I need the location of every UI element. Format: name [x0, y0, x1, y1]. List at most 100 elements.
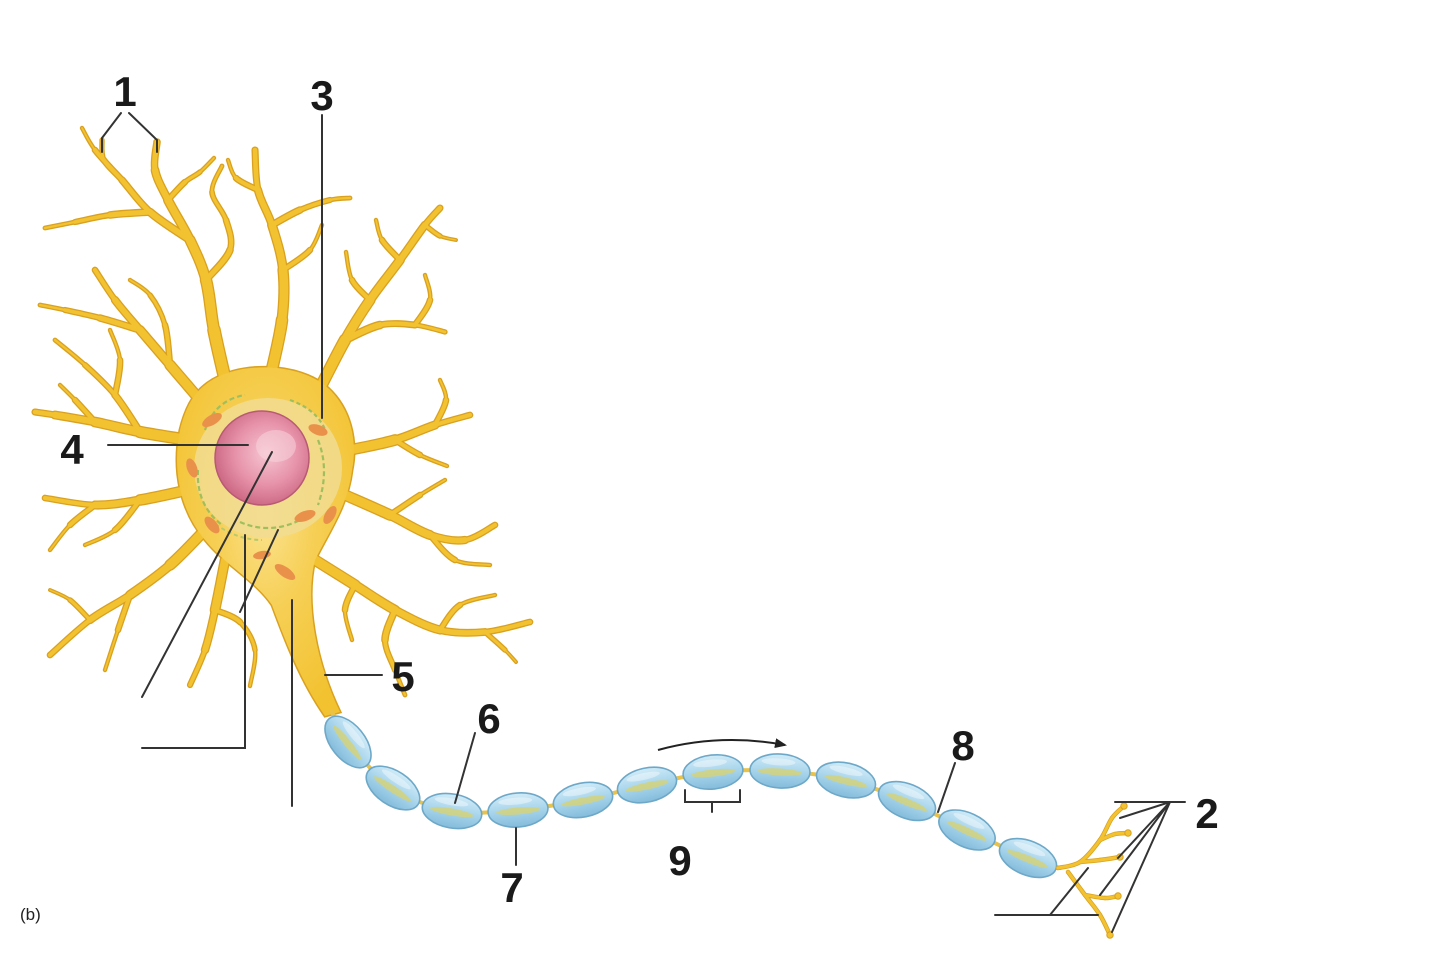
- dendrite-branch: [223, 217, 234, 253]
- dendrite-branch: [422, 205, 443, 228]
- dendrite-branch: [433, 398, 448, 427]
- dendrite-branch: [298, 198, 332, 212]
- myelin-segment: [365, 765, 421, 811]
- dendrite-branch: [438, 603, 462, 632]
- dendrite-branch: [93, 148, 124, 182]
- dendrite-branch: [210, 190, 228, 222]
- dendrite-branch: [249, 649, 257, 687]
- myelin-segment: [877, 780, 937, 822]
- dendrite-branch: [351, 581, 399, 614]
- dendrite-branch: [227, 159, 237, 179]
- dendrite-branch: [383, 638, 397, 672]
- dendrite-branch: [375, 219, 383, 241]
- dendrite-branch: [437, 627, 488, 636]
- mitochondrion: [308, 424, 328, 436]
- impulse-direction-arrow: [657, 738, 787, 751]
- callout-5: 5: [391, 653, 414, 700]
- dendrite-branch: [63, 308, 102, 320]
- dendrite-branch: [344, 609, 353, 641]
- mitochondrion: [274, 563, 296, 581]
- dendrite-branch: [483, 630, 507, 652]
- axon-core: [374, 776, 411, 802]
- myelin-segment: [616, 766, 678, 804]
- axon-core: [757, 768, 802, 776]
- dendrite-branch: [386, 511, 434, 539]
- axon-core: [946, 821, 987, 841]
- callout-3: 3: [310, 72, 333, 119]
- dendrite-branch: [68, 598, 92, 622]
- myelin-segment: [552, 781, 614, 819]
- callout-7: 7: [500, 864, 523, 911]
- er-membrane: [209, 519, 263, 541]
- myelin-segment: [938, 809, 996, 851]
- myelin-highlight: [434, 797, 469, 807]
- dendrite-branch: [382, 607, 398, 643]
- myelin-highlight: [953, 813, 985, 829]
- dendrite-branch: [183, 170, 202, 184]
- mitochondrion: [294, 509, 316, 523]
- myelin-highlight: [829, 765, 863, 776]
- leader-lines: [101, 112, 1186, 933]
- myelin-segment: [487, 792, 549, 828]
- axon-core: [333, 725, 362, 760]
- terminal-branch: [1083, 893, 1102, 917]
- dendrite-branch: [391, 421, 439, 444]
- dendrite-branch: [163, 323, 172, 367]
- dendrite-branch: [53, 338, 87, 367]
- dendrite-branch: [439, 235, 457, 241]
- dendrite-branch: [42, 495, 98, 508]
- dendrite-branch: [47, 617, 93, 658]
- axon-core: [824, 774, 868, 788]
- er-membrane: [316, 439, 326, 506]
- synaptic-knob: [1124, 829, 1132, 837]
- dendrite-branch: [393, 668, 407, 697]
- dendrite-branch: [350, 278, 372, 302]
- myelin-highlight: [1013, 841, 1046, 857]
- dendrite-branch: [391, 606, 444, 634]
- callout-4: 4: [60, 426, 84, 473]
- dendrite-branch: [238, 620, 257, 652]
- dendrite-branch: [136, 326, 174, 369]
- dendrite-branch: [482, 619, 533, 635]
- er-membrane: [196, 469, 223, 526]
- axon-core: [1007, 850, 1049, 868]
- dendrite-branch: [113, 358, 123, 397]
- myelin-highlight: [382, 769, 411, 790]
- dendrite-branch: [49, 589, 71, 601]
- dendrite-branch: [255, 187, 275, 228]
- leader-line-6: [454, 732, 476, 804]
- dendrite-branch: [345, 435, 400, 455]
- myelin-segment: [421, 792, 483, 830]
- myelin-sheath: [324, 715, 1058, 879]
- dendrite-branch: [213, 608, 242, 624]
- synaptic-knob: [1114, 892, 1122, 900]
- dendrite-branch: [97, 315, 143, 333]
- dendrite-branch: [234, 176, 260, 192]
- panel-label: (b): [20, 905, 41, 924]
- dendrite-branch: [147, 209, 193, 243]
- dendrite-branch: [210, 164, 224, 194]
- dendrite-branch: [413, 323, 447, 334]
- callout-2: 2: [1195, 790, 1218, 837]
- myelin-segment: [815, 761, 877, 799]
- myelin-highlight: [693, 759, 727, 768]
- dendrite-branch: [328, 196, 352, 202]
- dendrite-branch: [277, 265, 289, 325]
- dendrite-branch: [49, 524, 71, 551]
- dendrite-branch: [107, 209, 153, 218]
- leader-bracket-9: [684, 789, 741, 813]
- dendrite-branch: [51, 411, 99, 426]
- dendrite-branch: [203, 247, 233, 283]
- mitochondrion: [186, 458, 198, 478]
- dendrite-branch: [393, 438, 422, 457]
- dendrite-branch: [126, 561, 174, 599]
- myelin-segment: [749, 753, 811, 789]
- mitochondrion: [204, 516, 220, 534]
- myelin-highlight: [892, 784, 925, 800]
- dendrite-branch: [90, 417, 145, 437]
- leader-line-terminals: [994, 867, 1099, 916]
- dendrite-branch: [462, 522, 498, 543]
- myelin-highlight: [761, 758, 796, 766]
- dendrite-branch: [109, 329, 121, 361]
